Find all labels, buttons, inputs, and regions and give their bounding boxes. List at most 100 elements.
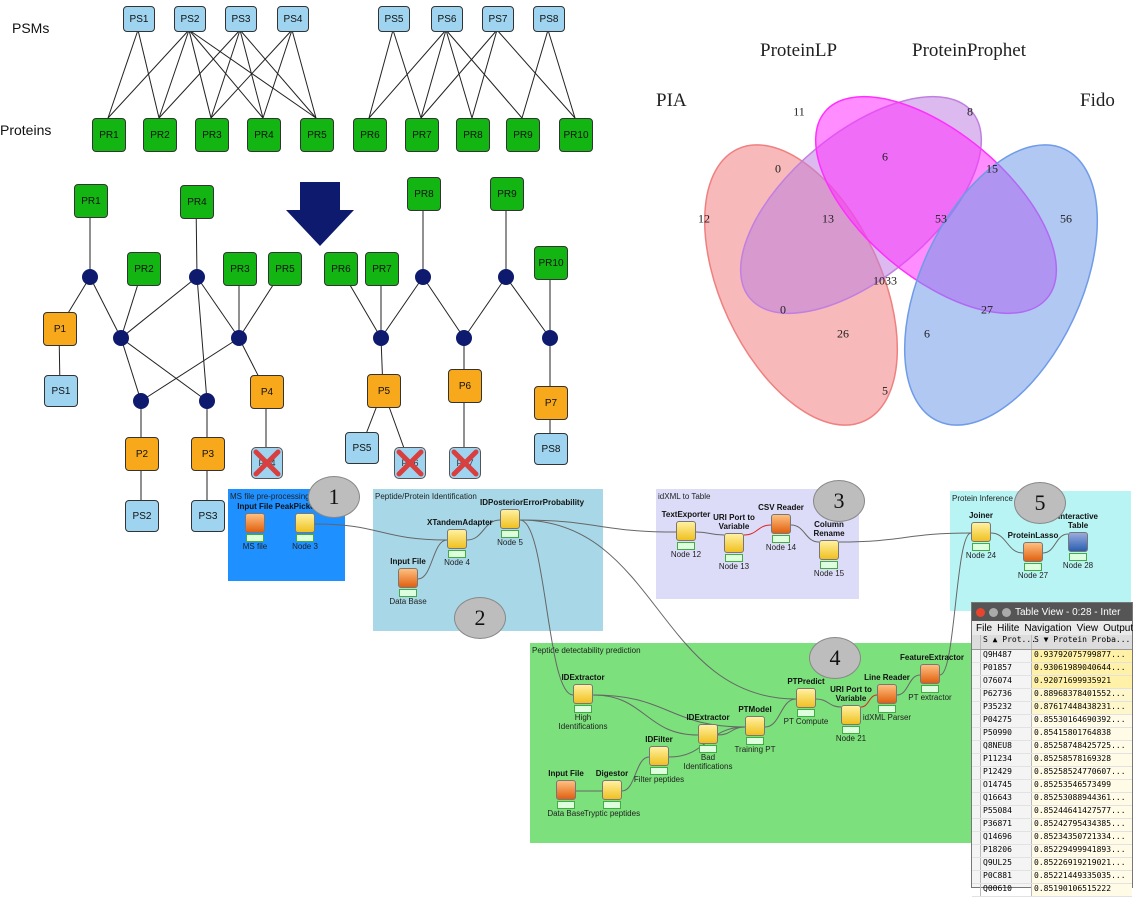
table-cell[interactable]: 0.85221449335035... xyxy=(1032,871,1132,883)
node-icon[interactable] xyxy=(676,521,696,541)
minimize-icon[interactable] xyxy=(989,607,998,617)
table-cell[interactable]: Q9H487 xyxy=(981,650,1032,662)
table-cell[interactable]: P62736 xyxy=(981,689,1032,701)
table-cell[interactable]: 0.85258524770607... xyxy=(1032,767,1132,779)
table-cell[interactable]: P12429 xyxy=(981,767,1032,779)
table-cell[interactable]: Q14696 xyxy=(981,832,1032,844)
node-icon[interactable] xyxy=(602,780,622,800)
table-cell[interactable]: P0C881 xyxy=(981,871,1032,883)
table-cell[interactable]: 0.85229499941893... xyxy=(1032,845,1132,857)
menu-item[interactable]: Navigation xyxy=(1024,622,1072,634)
table-cell[interactable]: 0.92071699935921 xyxy=(1032,676,1132,688)
node-icon[interactable] xyxy=(1068,532,1088,552)
node-icon[interactable] xyxy=(398,568,418,588)
node-icon[interactable] xyxy=(556,780,576,800)
node-icon[interactable] xyxy=(971,522,991,542)
node-icon[interactable] xyxy=(573,684,593,704)
menu-item[interactable]: Output xyxy=(1103,622,1133,634)
table-cell[interactable]: P18206 xyxy=(981,845,1032,857)
menu-item[interactable]: View xyxy=(1076,622,1099,634)
column-header-protein[interactable]: S ▲ Prot... xyxy=(981,635,1036,649)
close-icon[interactable] xyxy=(976,607,985,617)
node-icon[interactable] xyxy=(841,705,861,725)
node-icon[interactable] xyxy=(819,540,839,560)
node-icon[interactable] xyxy=(877,684,897,704)
node-icon[interactable] xyxy=(771,514,791,534)
table-cell[interactable]: P55084 xyxy=(981,806,1032,818)
menu-item[interactable]: File xyxy=(976,622,993,634)
node-icon[interactable] xyxy=(245,513,265,533)
table-cell[interactable]: P04275 xyxy=(981,715,1032,727)
node-icon[interactable] xyxy=(724,533,744,553)
table-cell[interactable]: 0.87617448438231... xyxy=(1032,702,1132,714)
table-view-window[interactable]: Table View - 0:28 - Inter File Hilite Navi… xyxy=(971,602,1133,897)
table-cell[interactable]: 0.93061989040644... xyxy=(1032,663,1132,675)
table-cell[interactable]: 0.93792075799877... xyxy=(1032,650,1132,662)
table-cell[interactable]: 0.88968378401552... xyxy=(1032,689,1132,701)
table-cell[interactable]: Q9UL25 xyxy=(981,858,1032,870)
table-cell[interactable]: 0.85226919219021... xyxy=(1032,858,1132,870)
table-cell[interactable]: Q8NEU8 xyxy=(981,741,1032,753)
table-cell[interactable]: P01857 xyxy=(981,663,1032,675)
table-cell[interactable]: P50990 xyxy=(981,728,1032,740)
table-view-titlebar[interactable]: Table View - 0:28 - Inter xyxy=(972,603,1132,621)
table-cell[interactable]: O76074 xyxy=(981,676,1032,688)
table-cell[interactable]: 0.85242795434385... xyxy=(1032,819,1132,831)
node-icon[interactable] xyxy=(1023,542,1043,562)
table-cell[interactable]: 0.85253088944361... xyxy=(1032,793,1132,805)
column-header-probability[interactable]: S ▼ Protein Proba... xyxy=(1034,635,1131,644)
table-cell[interactable]: 0.85415801764838 xyxy=(1032,728,1132,740)
table-cell[interactable]: 0.85258748425725... xyxy=(1032,741,1132,753)
table-cell[interactable]: Q16643 xyxy=(981,793,1032,805)
menu-item[interactable]: Hilite xyxy=(997,622,1020,634)
table-cell[interactable]: P36871 xyxy=(981,819,1032,831)
table-cell[interactable]: 0.85234350721334... xyxy=(1032,832,1132,844)
table-cell[interactable]: O14745 xyxy=(981,780,1032,792)
maximize-icon[interactable] xyxy=(1002,607,1011,617)
node-icon[interactable] xyxy=(796,688,816,708)
table-cell[interactable]: 0.85530164690392... xyxy=(1032,715,1132,727)
table-cell[interactable]: Q00610 xyxy=(981,884,1032,896)
table-cell[interactable]: 0.85258578169328 xyxy=(1032,754,1132,766)
table-cell[interactable]: P35232 xyxy=(981,702,1032,714)
node-icon[interactable] xyxy=(447,529,467,549)
